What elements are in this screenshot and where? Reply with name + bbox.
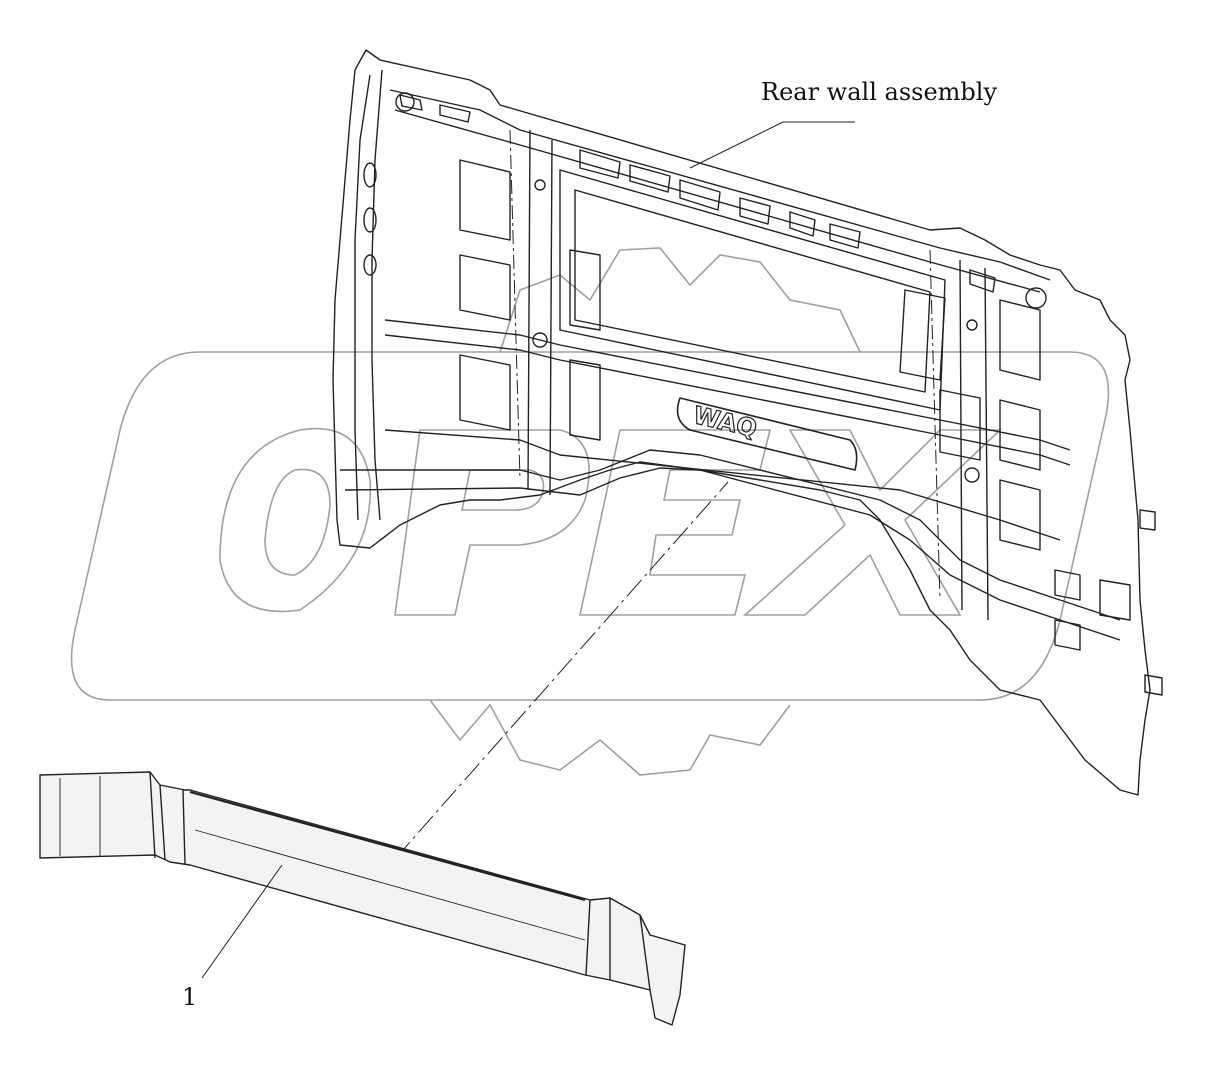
panel-badge-text: WAQ — [691, 401, 760, 443]
part-number-label: 1 — [182, 983, 198, 1011]
assembly-leader-line — [689, 121, 855, 169]
part-1-leader-line — [201, 864, 283, 979]
rear-wall-assembly — [332, 49, 1163, 796]
watermark-logo — [70, 247, 1110, 776]
part-1-reinforcement — [39, 771, 686, 1026]
assembly-label: Rear wall assembly — [761, 78, 998, 106]
assembly-centerline — [371, 481, 729, 886]
